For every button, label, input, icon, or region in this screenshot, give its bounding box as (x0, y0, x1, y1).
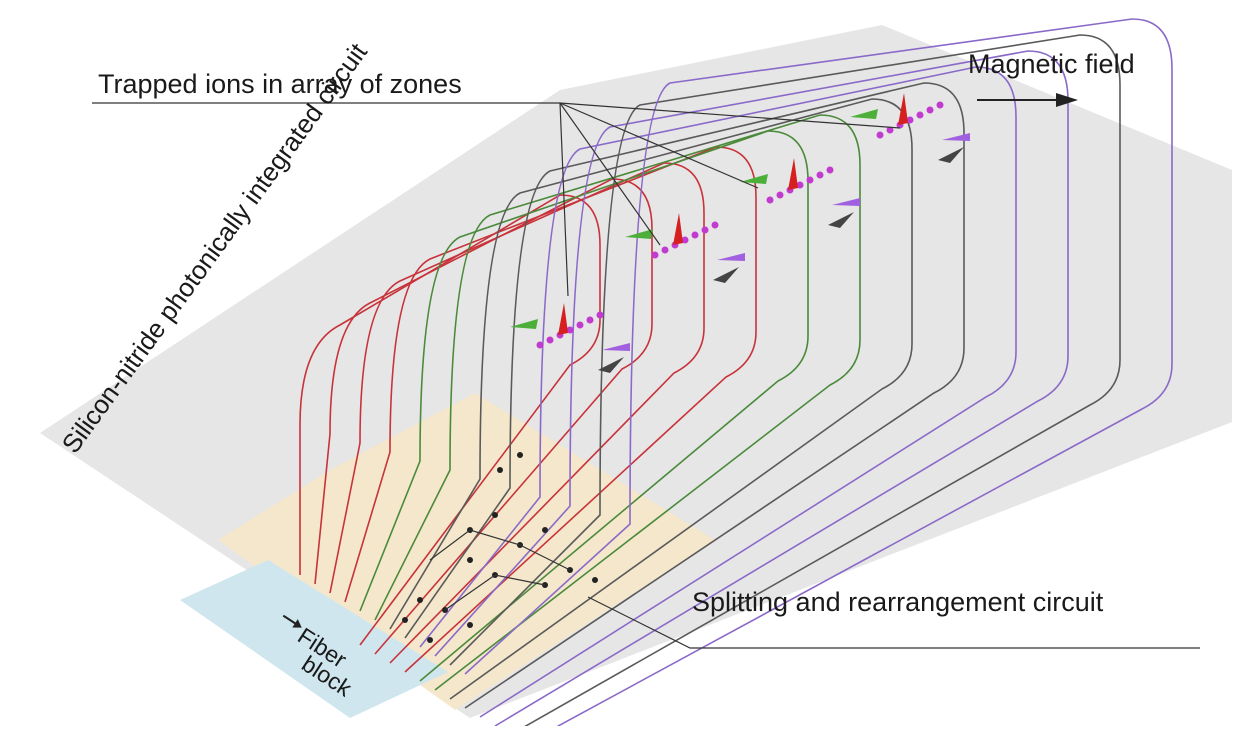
trapped-ion (876, 131, 884, 139)
trapped-ion (701, 226, 709, 234)
trap-zone (510, 303, 630, 373)
red-grating-coupler (788, 158, 798, 190)
trapped-ions-leaders (92, 102, 901, 297)
green-grating-coupler (740, 174, 768, 184)
trapped-ion (906, 116, 914, 124)
trapped-ion (536, 341, 544, 349)
trapped-ion (886, 126, 894, 134)
violet-grating-coupler (832, 198, 860, 206)
waveguide-bundle (299, 18, 1173, 731)
violet-grating-coupler (942, 133, 970, 141)
trap-zone (740, 158, 860, 228)
leader-zone-2 (559, 102, 661, 246)
magnetic-field-arrow (977, 93, 1078, 107)
leader-zone-4 (559, 102, 901, 129)
waveguide-line (329, 162, 705, 664)
trapped-ion (566, 326, 574, 334)
dark-grating-coupler (713, 267, 739, 283)
leader-zone-1 (559, 102, 569, 297)
waveguide-line (389, 98, 913, 700)
trap-zones (510, 93, 970, 373)
violet-grating-coupler (602, 343, 630, 351)
trapped-ion (546, 336, 554, 344)
waveguide-line (464, 18, 1173, 731)
fiber-arrow-icon (282, 614, 302, 628)
red-grating-coupler (558, 303, 568, 335)
waveguide-line (434, 50, 1069, 727)
splitting-label: Splitting and rearrangement circuit (692, 587, 1104, 617)
waveguide-line (344, 146, 757, 673)
trapped-ion (596, 311, 604, 319)
trapped-ion (796, 181, 804, 189)
trapped-ion (691, 231, 699, 239)
trap-zone (625, 213, 745, 283)
trapped-ion (651, 251, 659, 259)
splitter-network (402, 452, 598, 643)
waveguide-line (359, 130, 809, 682)
red-grating-coupler (673, 213, 683, 245)
waveguide-line (299, 194, 601, 646)
splitter-node (427, 637, 433, 643)
trapped-ion (766, 196, 774, 204)
trapped-ion (936, 101, 944, 109)
splitter-node (467, 557, 473, 563)
waveguide-line (404, 82, 965, 709)
trap-zone (850, 93, 970, 163)
waveguide-line (374, 114, 861, 691)
green-grating-coupler (625, 229, 653, 239)
splitter-node (592, 577, 598, 583)
fiber-block (180, 560, 448, 718)
trapped-ion (711, 221, 719, 229)
trapped-ion (816, 171, 824, 179)
splitter-node (402, 617, 408, 623)
splitter-node (542, 527, 548, 533)
splitter-mesh-line (429, 529, 571, 611)
green-grating-coupler (850, 109, 878, 119)
splitter-node (467, 622, 473, 628)
dark-grating-coupler (828, 212, 854, 228)
splitter-node (517, 452, 523, 458)
trapped-ion (681, 236, 689, 244)
waveguide-line (419, 66, 1017, 718)
trapped-ion (586, 316, 594, 324)
violet-grating-coupler (717, 253, 745, 261)
waveguide-line (449, 34, 1121, 731)
waveguide-line (314, 178, 653, 655)
green-grating-coupler (510, 319, 538, 329)
trapped-ion (826, 166, 834, 174)
splitter-node (417, 597, 423, 603)
trapped-ion (576, 321, 584, 329)
trapped-ion (916, 111, 924, 119)
splitter-node (497, 467, 503, 473)
trapped-ion (806, 176, 814, 184)
leader-zone-3 (559, 102, 759, 189)
dark-grating-coupler (938, 147, 964, 163)
splitting-leader (587, 596, 1200, 649)
red-grating-coupler (898, 93, 908, 125)
splitter-node (492, 512, 498, 518)
trapped-ion (661, 246, 669, 254)
trapped-ions-label: Trapped ions in array of zones (98, 69, 462, 99)
trapped-ion (776, 191, 784, 199)
dark-grating-coupler (598, 357, 624, 373)
magnetic-field-label: Magnetic field (968, 49, 1135, 79)
trapped-ion (926, 106, 934, 114)
